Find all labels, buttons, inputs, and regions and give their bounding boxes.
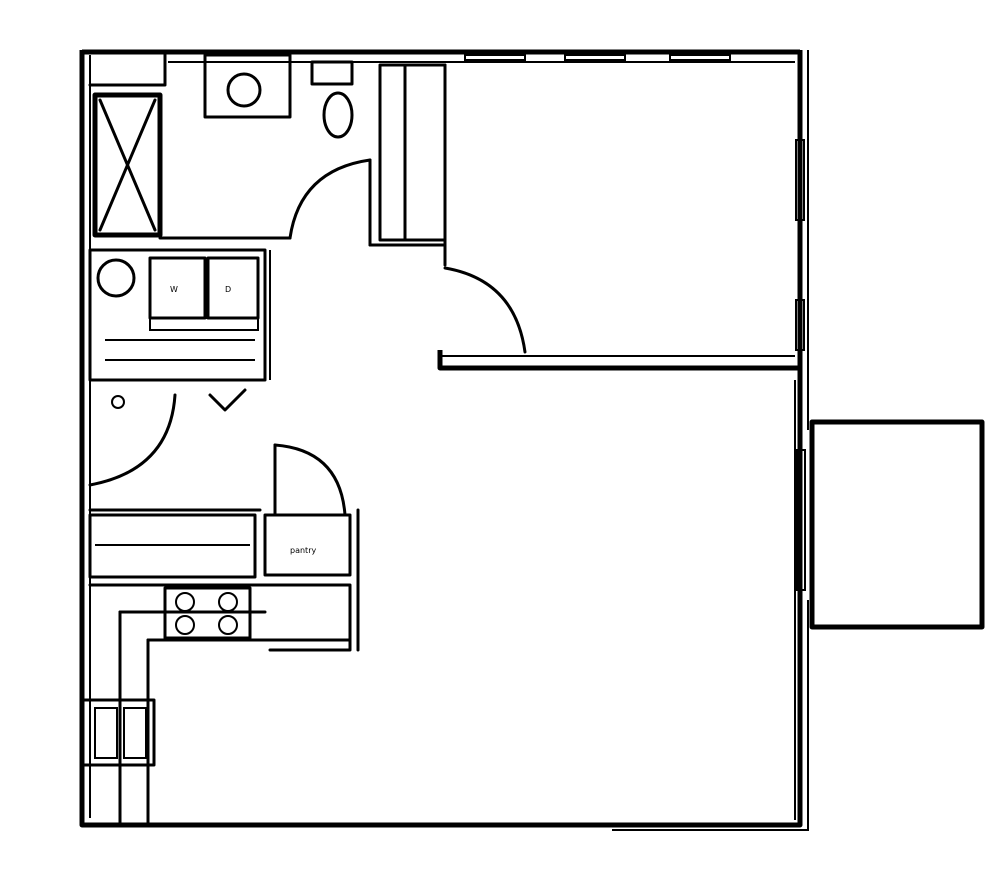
- closet: [368, 63, 447, 247]
- linen-closet: [88, 50, 167, 87]
- toilet-tank-icon: [310, 60, 354, 86]
- bathroom-door-swing: [288, 158, 372, 240]
- dryer-label: D: [225, 285, 231, 294]
- kitchen-sink-icon: [80, 698, 156, 767]
- washer-label: W: [170, 285, 178, 294]
- dryer-icon: [206, 256, 260, 320]
- bedroom-door-swing: [443, 266, 527, 354]
- toilet-bowl-icon: [322, 91, 354, 139]
- pantry-door-swing: [273, 443, 347, 517]
- bedroom: [437, 54, 805, 371]
- bathroom: [158, 53, 372, 247]
- sink-icon: [226, 72, 262, 108]
- bathtub-icon: [92, 92, 163, 238]
- outer-walls: [79, 49, 809, 831]
- living-room: [794, 380, 806, 820]
- upper-counter: [88, 513, 257, 579]
- entry: [88, 388, 247, 487]
- pantry-label: pantry: [290, 546, 316, 555]
- kitchen: pantry: [80, 443, 360, 827]
- patio: [809, 419, 985, 630]
- water-heater-icon: [96, 258, 136, 298]
- entry-door-swing: [88, 393, 177, 487]
- range-icon: [163, 586, 252, 640]
- laundry: W D: [88, 248, 271, 382]
- pantry: [263, 513, 352, 577]
